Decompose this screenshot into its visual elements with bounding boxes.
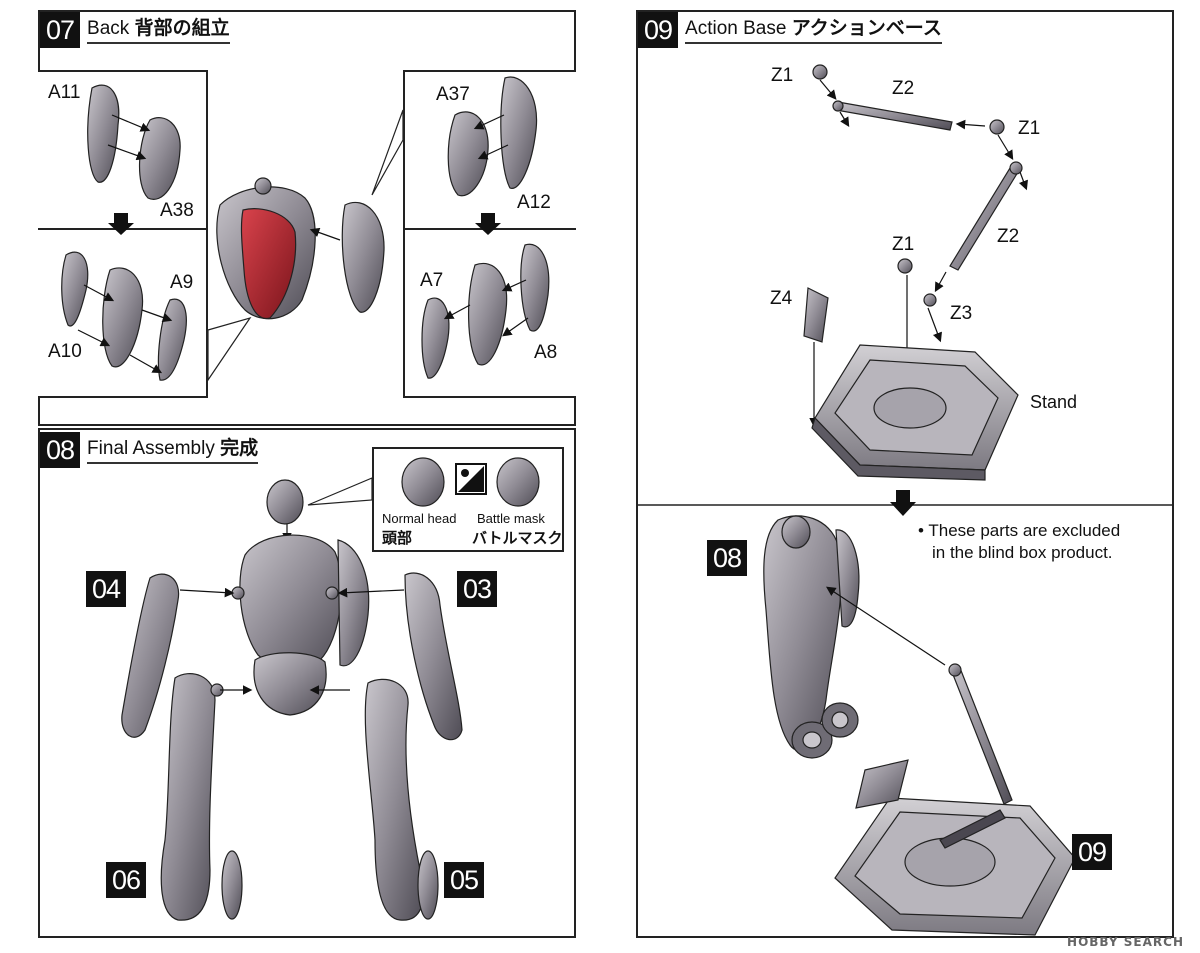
part-label-stand: Stand: [1030, 392, 1078, 412]
battle-mask-label: Battle mask: [477, 511, 545, 526]
step-ref-09: 09: [1072, 834, 1113, 870]
step-08-robot-art: [121, 457, 540, 921]
step-09-base-art: [638, 64, 1172, 936]
part-label-z3: Z3: [950, 303, 973, 324]
watermark: HOBBY SEARCH: [1067, 935, 1184, 949]
normal-head-label: Normal head: [382, 511, 457, 526]
blind-box-note: • These parts are excluded in the blind …: [918, 520, 1120, 564]
step-ref-06: 06: [106, 862, 147, 898]
part-label-a7: A7: [420, 270, 444, 291]
step-ref-04: 04: [86, 571, 127, 607]
step-07-number: 07: [40, 12, 81, 48]
step-07-title: Back 背部の組立: [87, 17, 230, 44]
part-label-z2-horizontal: Z2: [892, 78, 915, 99]
part-label-a11: A11: [48, 82, 81, 103]
step-ref-05: 05: [444, 862, 485, 898]
step-08-header: 08 Final Assembly 完成: [40, 432, 259, 468]
step-08-title: Final Assembly 完成: [87, 437, 259, 464]
step-07-right-box: [403, 70, 576, 230]
part-label-a9: A9: [170, 272, 194, 293]
part-label-a37: A37: [436, 84, 470, 105]
part-label-a10: A10: [48, 341, 82, 362]
step-ref-08: 08: [707, 540, 748, 576]
step-07-header: 07 Back 背部の組立: [40, 12, 230, 48]
part-label-a12: A12: [517, 192, 551, 213]
normal-head-jp-label: 頭部: [382, 529, 413, 547]
battle-mask-jp-label: バトルマスク: [472, 529, 563, 547]
part-label-z4: Z4: [770, 288, 793, 309]
part-label-a38: A38: [160, 200, 194, 221]
step-09-number: 09: [638, 12, 679, 48]
part-label-z1-right: Z1: [1018, 118, 1041, 139]
part-label-z2-diagonal: Z2: [997, 226, 1020, 247]
step-ref-03: 03: [457, 571, 498, 607]
step-07-parts-art: [61, 76, 550, 382]
part-label-z1-top: Z1: [771, 65, 794, 86]
step-08-number: 08: [40, 432, 81, 468]
note-bullet: •: [918, 521, 924, 540]
note-line-2: in the blind box product.: [932, 543, 1113, 562]
note-line-1: These parts are excluded: [928, 521, 1121, 540]
part-label-a8: A8: [534, 342, 558, 363]
part-label-z1-center: Z1: [892, 234, 915, 255]
step-09-header: 09 Action Base アクションベース: [638, 12, 942, 48]
step-09-title: Action Base アクションベース: [685, 17, 942, 44]
